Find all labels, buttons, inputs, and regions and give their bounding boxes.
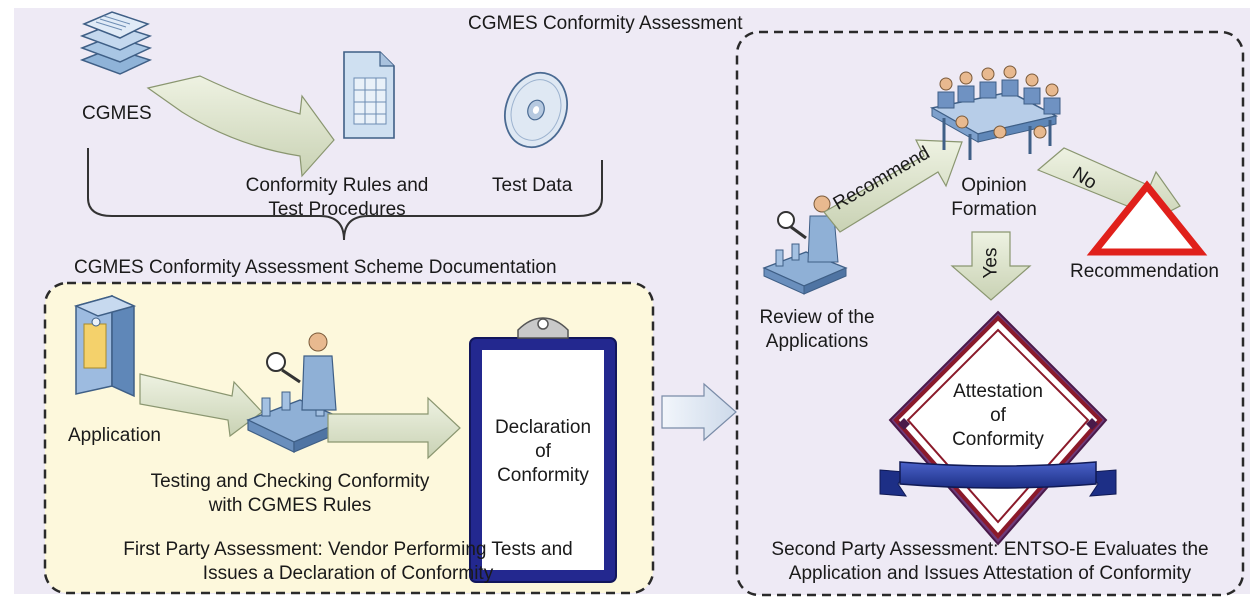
- testing-label-line2: with CGMES Rules: [208, 495, 372, 516]
- declaration-label-line3: Conformity: [497, 465, 589, 486]
- rules-label-line1: Conformity Rules and: [245, 175, 429, 196]
- attestation-certificate-icon: [879, 310, 1117, 546]
- transition-arrow: [661, 382, 737, 442]
- first-party-caption-line1: First Party Assessment: Vendor Performin…: [123, 539, 573, 560]
- rules-label-line2: Test Procedures: [268, 199, 406, 220]
- tester-figure-icon: [246, 332, 348, 453]
- scheme-documentation-label: CGMES Conformity Assessment Scheme Docum…: [74, 257, 557, 278]
- opinion-label-line2: Formation: [951, 199, 1037, 220]
- second-party-caption-line1: Second Party Assessment: ENTSO-E Evaluat…: [771, 539, 1209, 560]
- yes-arrow-label: Yes: [980, 247, 1002, 279]
- application-server-icon: [73, 294, 137, 398]
- attestation-label-line2: of: [990, 405, 1006, 426]
- testing-to-declaration-arrow: [327, 396, 461, 460]
- application-label: Application: [68, 425, 161, 446]
- attestation-label-line1: Attestation: [953, 381, 1043, 402]
- yes-arrow: [950, 231, 1032, 301]
- review-label-line2: Applications: [765, 331, 869, 352]
- recommend-arrow: [823, 139, 963, 233]
- declaration-label-line1: Declaration: [494, 417, 592, 438]
- opinion-label-line1: Opinion: [961, 175, 1027, 196]
- testing-label-line1: Testing and Checking Conformity: [150, 471, 430, 492]
- application-to-testing-arrow: [139, 373, 263, 438]
- document-stack-icon: [79, 11, 153, 75]
- cgmes-label: CGMES: [82, 103, 152, 124]
- test-data-label: Test Data: [492, 175, 573, 196]
- declaration-clipboard-icon: [469, 317, 617, 583]
- second-party-caption-line2: Application and Issues Attestation of Co…: [788, 563, 1192, 584]
- scheme-brace: [87, 148, 603, 241]
- diagram-title: CGMES Conformity Assessment: [468, 13, 743, 34]
- recommendation-label: Recommendation: [1070, 261, 1219, 282]
- first-party-caption-line2: Issues a Declaration of Conformity: [202, 563, 494, 584]
- reviewer-figure-icon: [762, 195, 848, 295]
- declaration-label-line2: of: [535, 441, 551, 462]
- meeting-group-icon: [929, 65, 1061, 160]
- recommendation-warning-icon: [1086, 180, 1208, 256]
- attestation-label-line3: Conformity: [952, 429, 1044, 450]
- rules-document-icon: [343, 51, 395, 139]
- cgmes-to-rules-arrow: [146, 75, 335, 178]
- review-label-line1: Review of the: [759, 307, 875, 328]
- test-data-cd-icon: [504, 71, 568, 149]
